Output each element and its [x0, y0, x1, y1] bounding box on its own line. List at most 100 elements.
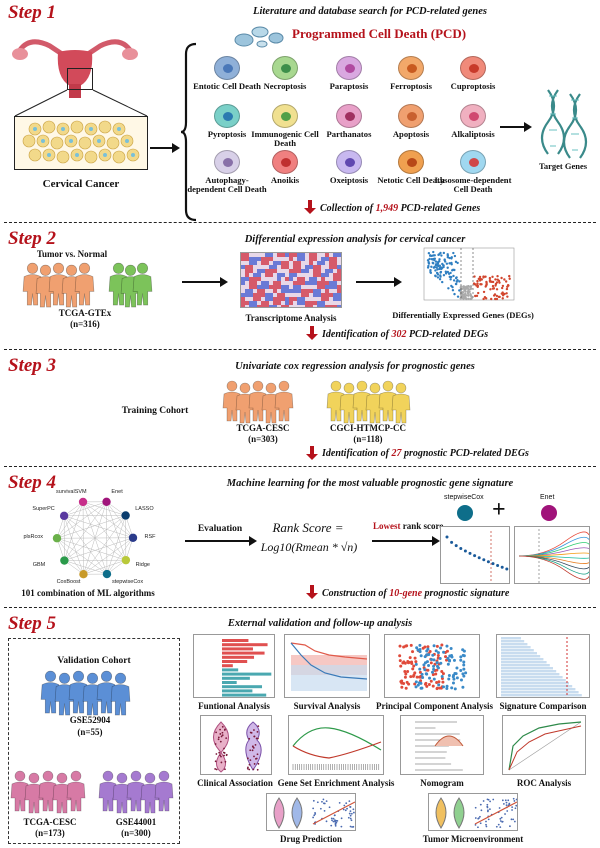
cell-icon: [272, 104, 298, 128]
heatmap-cell: [333, 301, 337, 305]
heatmap-cell: [257, 253, 261, 257]
point: [322, 798, 325, 801]
cell-death-label: Necroptosis: [263, 81, 307, 91]
pca-point: [418, 650, 422, 654]
bar: [501, 688, 576, 691]
heatmap-cell: [261, 257, 265, 261]
pca-point: [400, 681, 404, 685]
heatmap-cell: [305, 277, 309, 281]
heatmap-cell: [301, 269, 305, 273]
step2-conclusion: Identification of 302 PCD-related DEGs: [322, 329, 489, 340]
heatmap-cell: [301, 277, 305, 281]
bar: [501, 652, 537, 655]
heatmap-cell: [317, 301, 321, 305]
point: [331, 819, 333, 822]
heatmap-cell: [281, 253, 285, 257]
pca-point: [446, 662, 450, 666]
pca-point: [454, 672, 458, 676]
heatmap-cell: [241, 293, 245, 297]
pca-point: [412, 664, 416, 668]
step3-conclusion: Identification of 27 prognostic PCD-rela…: [322, 448, 529, 459]
heatmap-cell: [317, 261, 321, 265]
heatmap-cell: [309, 273, 313, 277]
point: [513, 800, 516, 802]
heatmap-cell: [337, 265, 341, 269]
analysis-label: Signature Comparison: [499, 701, 587, 711]
heatmap-cell: [265, 289, 269, 293]
pca-point: [440, 643, 444, 647]
heatmap-cell: [297, 289, 301, 293]
point: [316, 801, 319, 804]
point: [215, 753, 218, 755]
volcano-point: [439, 270, 443, 274]
step1-title: Step 1: [8, 2, 57, 23]
volcano-point: [429, 269, 432, 272]
point: [325, 800, 328, 803]
volcano-point: [469, 297, 473, 301]
algorithm-network: [52, 497, 138, 579]
volcano-point: [483, 295, 487, 299]
algorithm-node-icon: [78, 497, 88, 507]
heatmap-cell: [285, 281, 289, 285]
point: [251, 749, 254, 752]
point: [319, 807, 322, 810]
heatmap-cell: [313, 257, 317, 261]
pca-point: [440, 670, 444, 674]
heatmap-cell: [273, 253, 277, 257]
heatmap-cell: [337, 289, 341, 293]
volcano-point: [470, 295, 473, 298]
heatmap-cell: [277, 261, 281, 265]
pca-point: [459, 658, 463, 662]
heatmap-cell: [333, 285, 337, 289]
heatmap-cell: [329, 261, 333, 265]
pca-point: [427, 663, 431, 667]
heatmap-cell: [337, 297, 341, 301]
heatmap-cell: [245, 285, 249, 289]
heatmap-cell: [297, 265, 301, 269]
bar: [501, 694, 582, 697]
heatmap-cell: [333, 277, 337, 281]
point: [323, 809, 326, 812]
heatmap-cell: [325, 277, 329, 281]
heatmap-cell: [297, 293, 301, 297]
arrow-to-rank-score: [185, 536, 257, 546]
tcga-cesc-validation-label: TCGA-CESC: [23, 817, 77, 827]
network-edge: [106, 515, 126, 575]
point: [512, 797, 515, 800]
volcano-point: [462, 285, 465, 288]
point: [218, 751, 221, 754]
point: [214, 743, 217, 745]
tcga-cesc-training-n: (n=303): [248, 434, 278, 444]
point: [325, 820, 328, 823]
pca-point: [420, 672, 424, 676]
volcano-point: [462, 297, 465, 301]
network-edge: [56, 538, 84, 575]
analysis-thumbnail-roc: [502, 715, 586, 775]
point: [321, 800, 323, 803]
cell-icon: [336, 104, 362, 128]
pca-point: [418, 670, 422, 674]
point: [256, 768, 259, 771]
pca-point: [446, 656, 450, 660]
heatmap-cell: [273, 257, 277, 261]
heatmap-cell: [241, 285, 245, 289]
heatmap-cell: [333, 269, 337, 273]
heatmap-cell: [249, 277, 253, 281]
pca-point: [423, 668, 427, 672]
point: [350, 819, 353, 822]
heatmap-cell: [257, 265, 261, 269]
pca-point: [411, 650, 415, 654]
pca-point: [398, 659, 402, 663]
heatmap-cell: [317, 297, 321, 301]
point: [508, 803, 511, 806]
heatmap-cell: [317, 281, 321, 285]
heatmap-cell: [321, 301, 325, 305]
pca-point: [405, 644, 409, 648]
heatmap-cell: [261, 301, 265, 305]
heatmap-cell: [265, 293, 269, 297]
heatmap-cell: [261, 261, 265, 265]
point: [474, 823, 477, 826]
pca-point: [435, 661, 439, 665]
volcano-point: [429, 270, 432, 274]
cv-point: [463, 549, 467, 553]
